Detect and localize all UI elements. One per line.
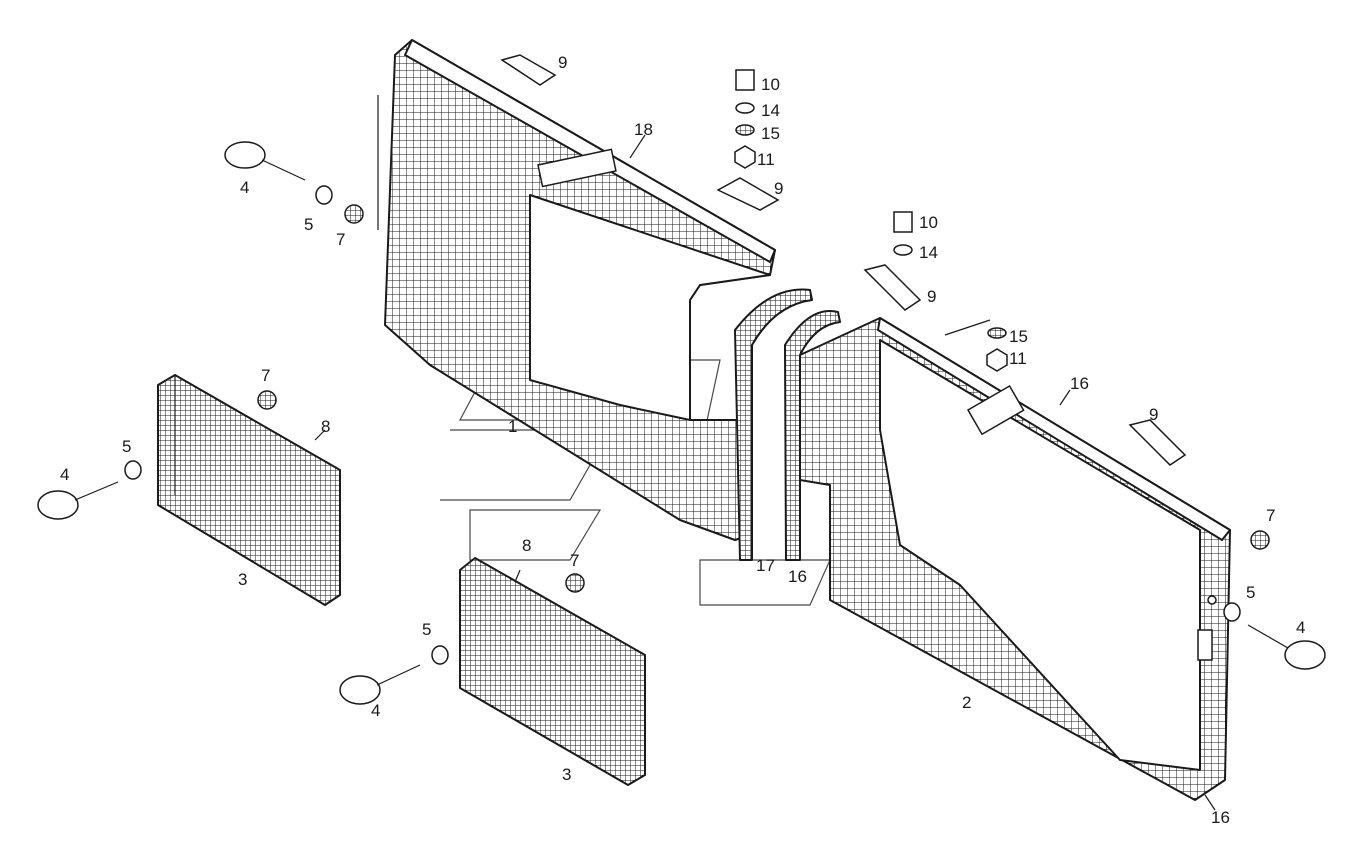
reflector-left (157, 374, 341, 606)
pin-assembly-center (339, 573, 585, 705)
callout-17: 17 (756, 556, 775, 575)
callout-8: 8 (321, 417, 330, 436)
callout-4: 4 (60, 465, 69, 484)
callout-8: 8 (522, 536, 531, 555)
fastener-stack-right (863, 211, 1008, 372)
clip-right (1128, 419, 1187, 466)
callout-7: 7 (1266, 506, 1275, 525)
callout-9: 9 (1149, 405, 1158, 424)
callout-5: 5 (122, 437, 131, 456)
leader-lines (314, 95, 1216, 811)
callout-5: 5 (1246, 583, 1255, 602)
callout-14: 14 (761, 101, 780, 120)
fastener-stack-left (716, 69, 780, 211)
callout-7: 7 (570, 551, 579, 570)
housing-lower-right (799, 317, 1231, 801)
callout-18: 18 (634, 120, 653, 139)
callout-5: 5 (304, 215, 313, 234)
callout-7: 7 (261, 366, 270, 385)
callout-11: 11 (757, 150, 775, 169)
callout-labels: 1 2 3 3 4 4 4 4 5 5 5 5 7 7 7 7 8 8 9 9 … (60, 53, 1305, 827)
pin-assembly-right (1223, 530, 1326, 670)
callout-1: 1 (508, 417, 517, 436)
callout-9: 9 (927, 287, 936, 306)
reflector-center (459, 557, 646, 786)
clip-top (500, 54, 557, 86)
callout-3: 3 (562, 765, 571, 784)
rubber-seals (734, 288, 841, 561)
callout-10: 10 (919, 213, 938, 232)
housing-upper-left (384, 39, 776, 541)
callout-16: 16 (1211, 808, 1230, 827)
callout-14: 14 (919, 243, 938, 262)
callout-15: 15 (1009, 327, 1028, 346)
callout-16: 16 (788, 567, 807, 586)
callout-15: 15 (761, 124, 780, 143)
callout-9: 9 (558, 53, 567, 72)
callout-4: 4 (1296, 618, 1305, 637)
callout-4: 4 (240, 178, 249, 197)
callout-4: 4 (371, 701, 380, 720)
callout-2: 2 (962, 693, 971, 712)
callout-11: 11 (1009, 349, 1027, 368)
pin-assembly-top-left (224, 141, 364, 224)
callout-16: 16 (1070, 374, 1089, 393)
callout-9: 9 (774, 179, 783, 198)
pin-assembly-left (37, 390, 277, 520)
callout-7: 7 (336, 230, 345, 249)
callout-10: 10 (761, 75, 780, 94)
callout-5: 5 (422, 620, 431, 639)
callout-3: 3 (238, 570, 247, 589)
